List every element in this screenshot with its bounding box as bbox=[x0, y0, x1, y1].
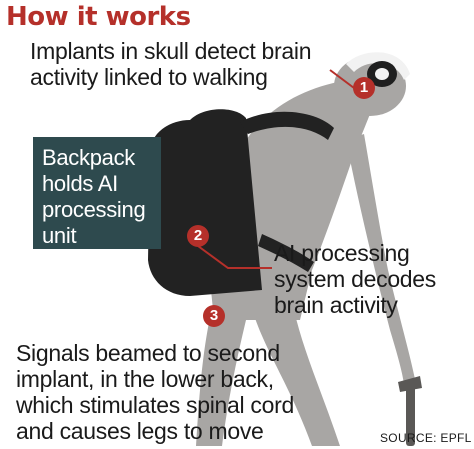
step-3-caption-line: Signals beamed to second bbox=[16, 340, 280, 366]
step-2-marker bbox=[187, 225, 209, 247]
walking-person-silhouette bbox=[196, 56, 422, 446]
step-3-caption: Signals beamed to second implant, in the… bbox=[16, 340, 294, 444]
backpack-box-line: processing bbox=[42, 197, 146, 222]
graphic-title: How it works bbox=[6, 2, 191, 32]
backpack-box-line: unit bbox=[42, 223, 77, 248]
step-3-caption-line: and causes legs to move bbox=[16, 418, 264, 444]
step-1-pointer-line bbox=[329, 69, 355, 89]
step-1-number: 1 bbox=[359, 79, 369, 96]
step-3-caption-line: which stimulates spinal cord bbox=[16, 392, 294, 418]
step-3-marker bbox=[203, 305, 225, 327]
step-2-pointer-line bbox=[197, 245, 272, 269]
backpack-info-box: Backpack holds AI processing unit bbox=[33, 137, 161, 249]
step-3-caption-line: implant, in the lower back, bbox=[16, 366, 274, 392]
backpack-icon bbox=[148, 109, 334, 296]
step-2-caption-line: system decodes bbox=[274, 266, 436, 292]
backpack-box-line: holds AI bbox=[42, 171, 118, 196]
step-2-caption: AI processing system decodes brain activ… bbox=[274, 240, 436, 318]
step-1-marker bbox=[353, 77, 375, 99]
step-1-caption: Implants in skull detect brain activity … bbox=[30, 38, 312, 90]
backpack-box-line: Backpack bbox=[42, 145, 135, 170]
headset-icon bbox=[346, 52, 410, 87]
step-3-number: 3 bbox=[209, 307, 219, 324]
step-2-number: 2 bbox=[193, 227, 203, 244]
source-credit: SOURCE: EPFL bbox=[380, 431, 472, 445]
step-1-caption-line: Implants in skull detect brain bbox=[30, 38, 312, 64]
step-2-caption-line: AI processing bbox=[274, 240, 410, 266]
step-1-caption-line: activity linked to walking bbox=[30, 64, 268, 90]
step-2-caption-line: brain activity bbox=[274, 292, 398, 318]
